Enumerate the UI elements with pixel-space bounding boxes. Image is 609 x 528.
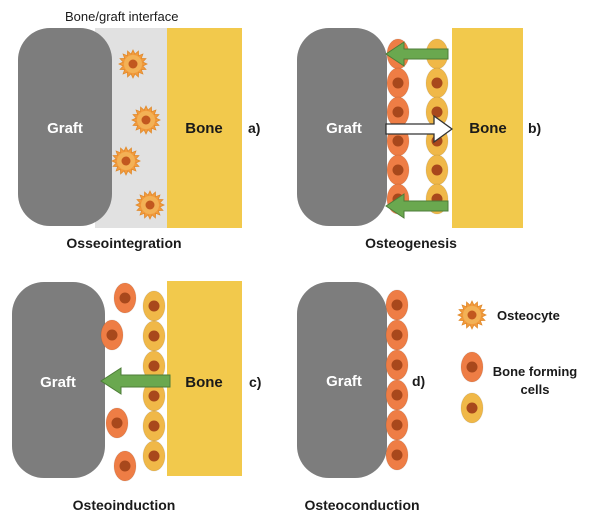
graft-block — [297, 28, 387, 226]
bone-label: Bone — [185, 120, 223, 137]
bone-forming-cell — [385, 349, 409, 381]
legend: Osteocyte Bone forming cells — [457, 300, 578, 424]
arrow-right-icon — [385, 114, 454, 144]
panel-b: Graft Bone b) Osteogenesis — [297, 28, 541, 251]
graft-label: Graft — [47, 120, 83, 137]
panel-title: Osteoinduction — [73, 497, 176, 513]
bone-forming-cell — [100, 319, 124, 351]
bone-forming-cell — [386, 96, 410, 128]
bone-forming-cell — [142, 290, 166, 322]
bone-forming-cell — [385, 409, 409, 441]
bone-block — [452, 28, 523, 228]
osteocyte-icon — [457, 300, 487, 330]
graft-label: Graft — [326, 373, 362, 390]
graft-label: Graft — [326, 120, 362, 137]
bone-label: Bone — [469, 120, 507, 137]
bone-forming-cell — [425, 96, 449, 128]
panel-c: Graft Bone c) Osteoinduction — [12, 281, 261, 513]
panel-letter: b) — [528, 120, 541, 136]
bone-forming-cell — [113, 450, 137, 482]
orange-cell-column — [385, 289, 409, 471]
osteocyte-icon — [135, 190, 165, 220]
panel-d: Graft d) Osteoconduction — [297, 282, 425, 513]
legend-bone-forming-label-2: cells — [521, 382, 550, 397]
bone-forming-cell — [385, 289, 409, 321]
bone-forming-cell — [142, 410, 166, 442]
panel-letter: d) — [412, 373, 425, 389]
bone-forming-cell — [105, 407, 129, 439]
bone-forming-cell-icon — [460, 351, 484, 383]
osteocyte-icon — [131, 105, 161, 135]
graft-block — [18, 28, 112, 226]
bone-forming-cell — [142, 320, 166, 352]
bone-block — [167, 281, 242, 476]
bone-forming-cell — [425, 154, 449, 186]
bone-forming-cell-icon — [460, 392, 484, 424]
arrow-left-icon — [100, 367, 171, 395]
bone-forming-cell — [386, 154, 410, 186]
panel-title: Osseointegration — [66, 235, 181, 251]
yellow-cell-column — [142, 290, 166, 472]
bone-label: Bone — [185, 374, 223, 391]
graft-block — [12, 282, 105, 478]
arrow-left-icon — [385, 193, 449, 219]
bone-forming-cell — [142, 380, 166, 412]
bone-forming-cell — [142, 440, 166, 472]
graft-label: Graft — [40, 374, 76, 391]
bone-forming-cell — [113, 282, 137, 314]
osteocyte-icon — [111, 146, 141, 176]
panel-letter: c) — [249, 374, 261, 390]
bone-forming-cell — [385, 379, 409, 411]
osteocyte-icon — [118, 49, 148, 79]
legend-bone-forming-label: Bone forming — [493, 364, 578, 379]
panel-title: Osteogenesis — [365, 235, 457, 251]
bone-forming-cell — [385, 319, 409, 351]
panel-a: Bone/graft interface Graft Bone a) Osseo… — [18, 9, 260, 251]
bone-forming-cell — [386, 67, 410, 99]
graft-block — [297, 282, 387, 478]
interface-label: Bone/graft interface — [65, 9, 178, 24]
bone-block — [167, 28, 242, 228]
panel-title: Osteoconduction — [304, 497, 419, 513]
panel-letter: a) — [248, 120, 260, 136]
arrow-left-icon — [385, 41, 449, 67]
bone-forming-cell — [385, 439, 409, 471]
legend-osteocyte-label: Osteocyte — [497, 308, 560, 323]
bone-forming-cell — [425, 67, 449, 99]
